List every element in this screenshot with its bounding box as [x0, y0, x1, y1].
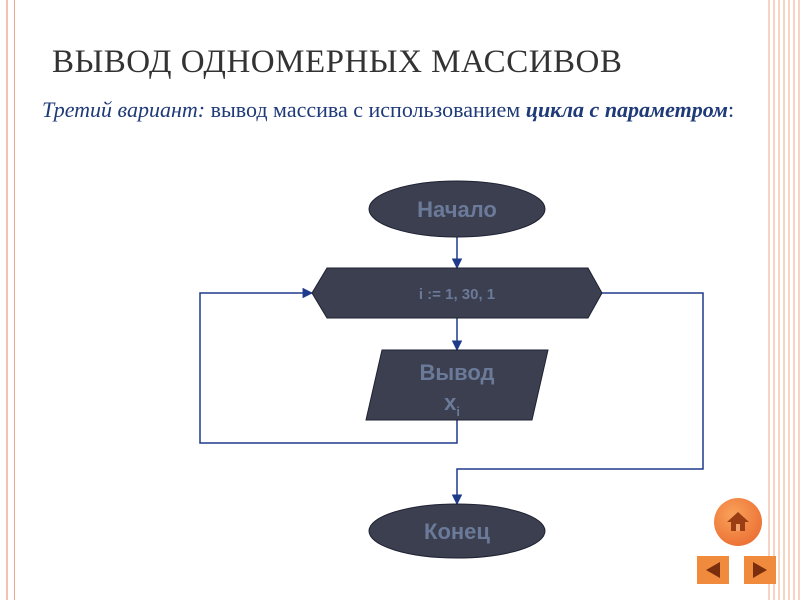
end-label: Конец: [424, 519, 490, 544]
right-border-decoration: [768, 0, 800, 600]
arrow-left-icon: [706, 562, 720, 578]
end-node: Конец: [368, 503, 546, 559]
home-icon: [727, 512, 749, 531]
output-var-subscript: i: [456, 404, 460, 419]
output-var: xi: [444, 390, 460, 419]
output-node: Вывод xi: [365, 349, 549, 421]
output-var-name: x: [444, 390, 457, 415]
loop-label: i := 1, 30, 1: [419, 286, 495, 303]
start-label: Начало: [417, 197, 497, 222]
prev-slide-button[interactable]: [697, 556, 729, 584]
slide-subtitle: Третий вариант: вывод массива с использо…: [42, 94, 742, 125]
subtitle-intro: Третий вариант:: [42, 97, 206, 122]
subtitle-emphasis: цикла с параметром: [525, 97, 728, 122]
start-node: Начало: [368, 180, 546, 238]
slide-title: ВЫВОД ОДНОМЕРНЫХ МАССИВОВ: [52, 44, 623, 80]
arrow-right-icon: [753, 562, 767, 578]
home-button[interactable]: [714, 498, 762, 546]
output-label: Вывод: [419, 360, 494, 385]
next-slide-button[interactable]: [744, 556, 776, 584]
loop-node: i := 1, 30, 1: [311, 267, 603, 319]
left-border-decoration: [0, 0, 15, 600]
subtitle-text: вывод массива с использованием: [205, 97, 526, 122]
connector-loop-back: [199, 287, 458, 444]
subtitle-end: :: [727, 97, 735, 122]
connector-loop-exit: [451, 292, 704, 506]
